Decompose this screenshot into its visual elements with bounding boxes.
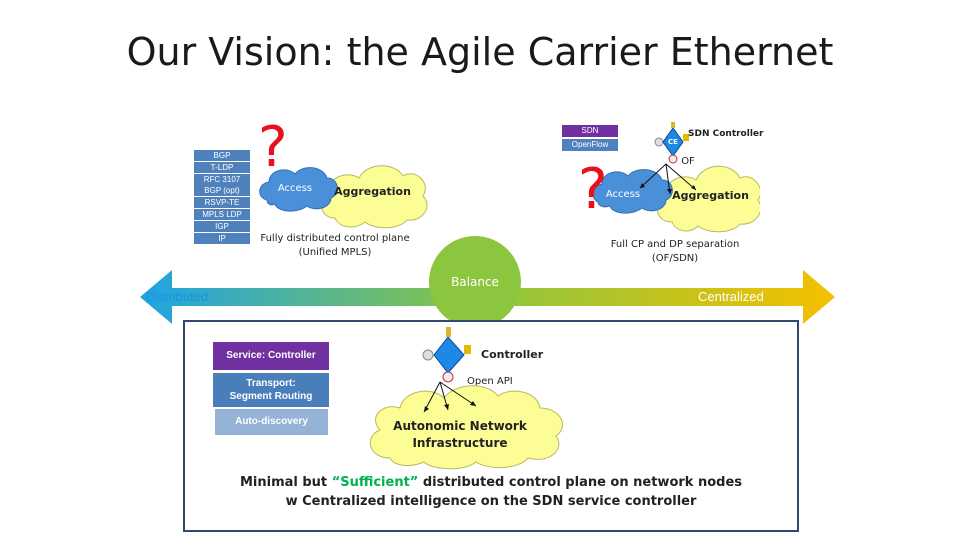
axis-label-distributed: Distributed	[146, 289, 209, 304]
sdn-controller-label: SDN Controller	[688, 129, 764, 139]
access-label-right: Access	[605, 189, 641, 200]
autonomic-network-cloud	[369, 381, 563, 470]
cloud-label-line1: Autonomic Network	[393, 419, 527, 433]
axis-label-centralized: Centralized	[698, 289, 764, 304]
protocol-stack-left: BGP T-LDP RFC 3107 BGP (opt) RSVP-TE MPL…	[194, 150, 250, 245]
transport-segment-routing-box: Transport: Segment Routing	[213, 373, 329, 407]
auto-discovery-box: Auto-discovery	[215, 409, 328, 435]
open-api-label: Open API	[467, 376, 513, 387]
summary-line2: w Centralized intelligence on the SDN se…	[285, 494, 697, 509]
balance-circle	[429, 236, 521, 328]
access-cloud-right	[592, 169, 673, 214]
stack-cell-openflow: OpenFlow	[562, 139, 618, 151]
right-caption-line2: (OF/SDN)	[651, 253, 699, 264]
summary-prefix: Minimal but	[239, 475, 332, 490]
question-mark-right: ?	[578, 157, 608, 222]
access-label-left: Access	[277, 183, 313, 194]
question-mark-left: ?	[258, 115, 288, 180]
stack-cell-sdn: SDN	[562, 125, 618, 137]
page-title: Our Vision: the Agile Carrier Ethernet	[126, 30, 834, 74]
stack-cell-ip: IP	[194, 233, 250, 244]
of-label: OF	[681, 156, 695, 167]
summary-line1: Minimal but “Sufficient” distributed con…	[185, 475, 797, 490]
service-controller-box: Service: Controller	[213, 342, 329, 370]
aggregation-label-left: Aggregation	[334, 185, 411, 198]
cloud-label-line2: Infrastructure	[412, 436, 508, 450]
stack-cell-rsvp: RSVP-TE	[194, 197, 250, 208]
stack-cell-bgp: BGP	[194, 150, 250, 161]
left-clouds	[259, 165, 428, 229]
stack-cell-mpls-ldp: MPLS LDP	[194, 209, 250, 220]
controller-icon-text-right: CE	[668, 138, 678, 146]
stack-cell-rfc3107: RFC 3107 BGP (opt)	[194, 174, 250, 196]
controller-label-bottom: Controller	[481, 348, 544, 361]
transport-line2: Segment Routing	[229, 391, 313, 402]
summary-suffix: distributed control plane on network nod…	[418, 475, 743, 490]
protocol-stack-right: SDN OpenFlow	[562, 125, 618, 152]
aggregation-label-right: Aggregation	[672, 189, 749, 202]
balance-label: Balance	[451, 275, 499, 289]
left-caption-line1: Fully distributed control plane	[260, 233, 410, 244]
controller-icon-bottom	[422, 327, 471, 383]
right-clouds	[592, 163, 760, 233]
stack-cell-igp: IGP	[194, 221, 250, 232]
access-cloud-left	[259, 167, 338, 212]
sdn-controller-icon	[654, 122, 689, 164]
left-caption-line2: (Unified MPLS)	[298, 247, 372, 258]
stack-cell-tldp: T-LDP	[194, 162, 250, 173]
summary-highlight: “Sufficient”	[331, 475, 419, 490]
transport-line1: Transport:	[246, 378, 296, 389]
right-caption-line1: Full CP and DP separation	[610, 239, 740, 250]
